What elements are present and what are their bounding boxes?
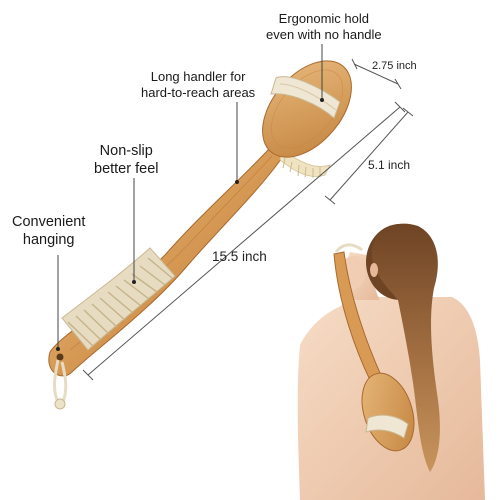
head-length-dimension: 5.1 inch bbox=[368, 158, 411, 172]
long-handler-label-line2: hard-to-reach areas bbox=[141, 85, 256, 100]
head-width-dimension: 2.75 inch bbox=[372, 60, 417, 72]
woman-using-brush bbox=[297, 223, 485, 500]
hanging-hole bbox=[56, 353, 64, 361]
head-length-line bbox=[329, 111, 409, 201]
convenient-label-line2: hanging bbox=[22, 232, 75, 248]
ergonomic-label-line1: Ergonomic hold bbox=[278, 11, 369, 26]
sisal-rope-wrap bbox=[61, 247, 176, 351]
long-handler-label: Long handler for hard-to-reach areas bbox=[141, 69, 255, 101]
convenient-label: Convenient hanging bbox=[12, 213, 85, 249]
convenient-label-line1: Convenient bbox=[12, 214, 86, 230]
ergonomic-label: Ergonomic hold even with no handle bbox=[266, 11, 382, 43]
annotation-lines bbox=[57, 44, 323, 349]
head-strap bbox=[270, 76, 341, 119]
non-slip-label-line2: better feel bbox=[94, 161, 159, 177]
bath-brush bbox=[48, 60, 352, 410]
ergonomic-label-line2: even with no handle bbox=[266, 27, 382, 42]
total-length-dimension: 15.5 inch bbox=[212, 249, 267, 264]
pointer-dots bbox=[56, 98, 324, 351]
dimension-lines bbox=[82, 58, 414, 381]
long-handler-label-line1: Long handler for bbox=[150, 69, 246, 84]
total-length-line bbox=[87, 106, 401, 376]
head-width-line bbox=[353, 63, 399, 85]
woman-hair bbox=[371, 223, 440, 472]
non-slip-label-line1: Non-slip bbox=[99, 143, 153, 159]
non-slip-label: Non-slip better feel bbox=[94, 142, 159, 178]
